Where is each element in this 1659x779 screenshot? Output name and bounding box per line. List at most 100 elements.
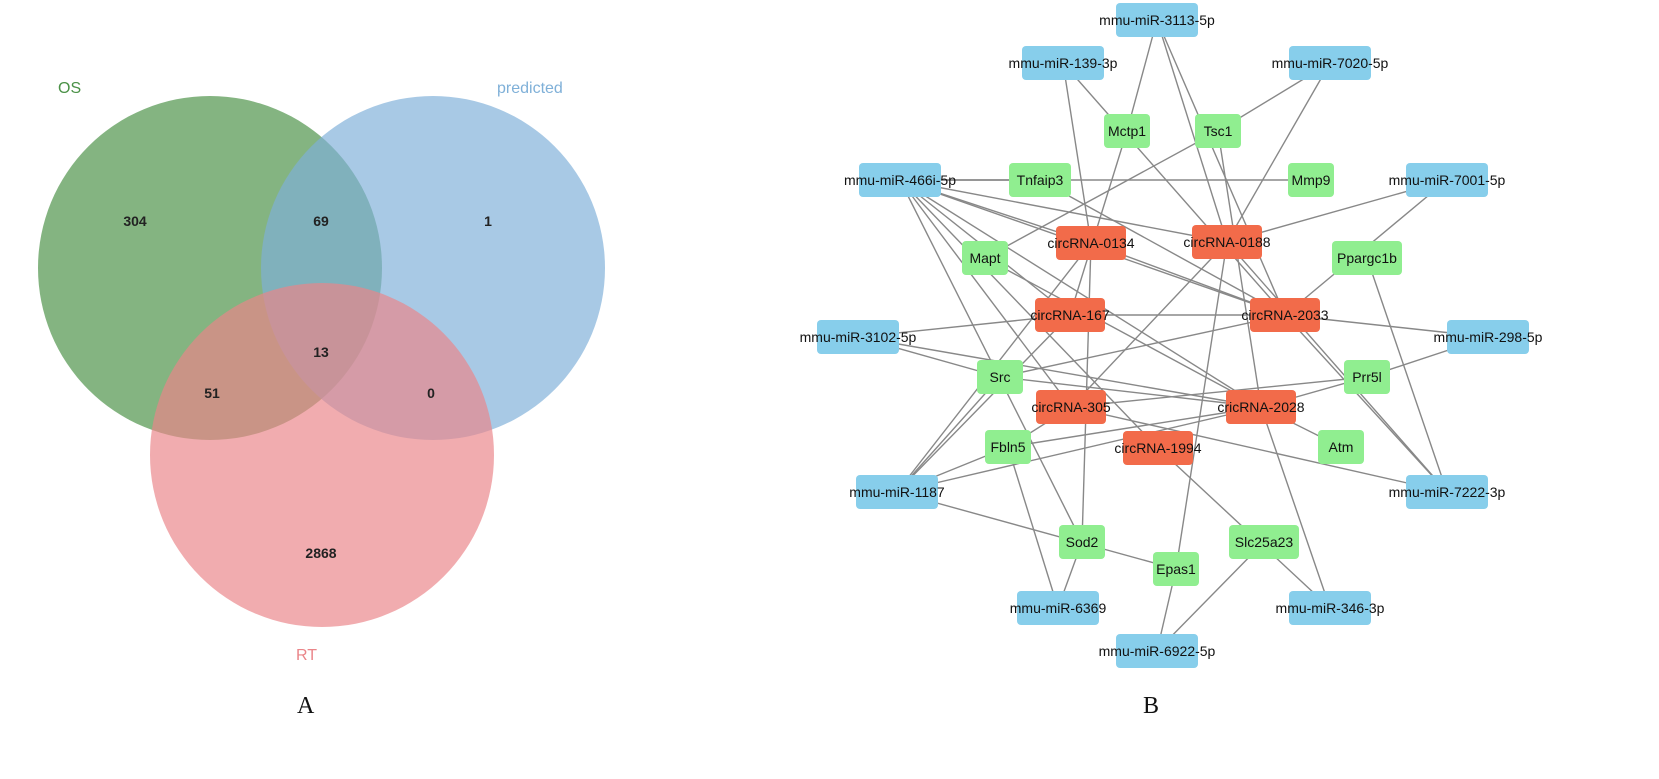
node-gene-Atm: Atm — [1318, 430, 1364, 464]
node-box — [1192, 225, 1262, 259]
count-all-three: 13 — [313, 344, 329, 360]
node-box — [1288, 163, 1334, 197]
edge-m7222-c2033 — [1284, 314, 1448, 493]
node-gene-Src: Src — [977, 360, 1023, 394]
set-label-predicted: predicted — [497, 80, 563, 97]
edge-m6369-Fbln5 — [1007, 446, 1059, 609]
node-box — [1250, 298, 1320, 332]
count-predicted-only: 1 — [484, 213, 492, 229]
node-gene-Prr5l: Prr5l — [1344, 360, 1390, 394]
node-label: Slc25a23 — [1235, 534, 1294, 550]
node-gene-Mctp1: Mctp1 — [1104, 114, 1150, 148]
node-label: cricRNA-2028 — [1217, 399, 1304, 415]
edge-m1187-Src — [896, 376, 1001, 493]
venn-circle-rt — [150, 283, 494, 627]
node-label: mmu-miR-1187 — [849, 484, 945, 500]
edge-m466-c0188 — [899, 179, 1228, 243]
node-box — [985, 430, 1031, 464]
node-label: circRNA-167 — [1030, 307, 1110, 323]
set-label-rt: RT — [296, 647, 317, 664]
node-mirna-m3113: mmu-miR-3113-5p — [1099, 3, 1215, 37]
node-circrna-c305: circRNA-305 — [1031, 390, 1111, 424]
node-label: mmu-miR-3102-5p — [800, 329, 917, 345]
node-box — [1289, 591, 1371, 625]
node-mirna-m7001: mmu-miR-7001-5p — [1389, 163, 1506, 197]
node-mirna-m346: mmu-miR-346-3p — [1276, 591, 1385, 625]
edge-m346-c2028 — [1260, 406, 1331, 609]
edge-m7222-c0188 — [1226, 241, 1448, 493]
edge-m3113-c2033 — [1156, 19, 1286, 316]
node-label: Mapt — [969, 250, 1000, 266]
node-label: mmu-miR-298-5p — [1434, 329, 1543, 345]
node-label: Mmp9 — [1292, 172, 1331, 188]
node-label: mmu-miR-7001-5p — [1389, 172, 1506, 188]
edge-Fbln5-c2028 — [1007, 406, 1262, 448]
edge-m7222-c305 — [1070, 406, 1448, 493]
node-box — [962, 241, 1008, 275]
edge-Tnfaip3-c2033 — [1039, 179, 1286, 316]
node-label: mmu-miR-466i-5p — [844, 172, 956, 188]
edge-m139-c0134 — [1062, 62, 1092, 244]
node-box — [1447, 320, 1529, 354]
network-diagram: mmu-miR-3113-5p mmu-miR-139-3p mmu-miR-702… — [800, 3, 1543, 668]
node-label: mmu-miR-6369 — [1010, 600, 1107, 616]
node-box — [1344, 360, 1390, 394]
node-label: mmu-miR-7020-5p — [1272, 55, 1389, 71]
edge-m7222-Ppargc1b — [1366, 257, 1448, 493]
panel-label-b: B — [1143, 693, 1160, 719]
node-box — [1229, 525, 1299, 559]
node-circrna-c2033: circRNA-2033 — [1241, 298, 1329, 332]
node-box — [1009, 163, 1071, 197]
edge-m466-c1994 — [899, 179, 1159, 449]
node-label: circRNA-0188 — [1183, 234, 1270, 250]
node-label: mmu-miR-139-3p — [1009, 55, 1118, 71]
node-box — [817, 320, 899, 354]
node-mirna-m1187: mmu-miR-1187 — [849, 475, 945, 509]
node-label: Tnfaip3 — [1017, 172, 1064, 188]
node-gene-Sod2: Sod2 — [1059, 525, 1105, 559]
count-os-rt: 51 — [204, 385, 220, 401]
set-label-os: OS — [58, 80, 81, 97]
edge-m1187-Epas1 — [896, 491, 1177, 570]
node-gene-Epas1: Epas1 — [1153, 552, 1199, 586]
edge-m1187-c167 — [896, 314, 1071, 493]
node-box — [1036, 390, 1106, 424]
node-label: mmu-miR-7222-3p — [1389, 484, 1506, 500]
node-circrna-c2028: cricRNA-2028 — [1217, 390, 1305, 424]
node-box — [1116, 634, 1198, 668]
node-label: circRNA-305 — [1031, 399, 1111, 415]
node-box — [1104, 114, 1150, 148]
node-mirna-m466: mmu-miR-466i-5p — [844, 163, 956, 197]
node-mirna-m3102: mmu-miR-3102-5p — [800, 320, 917, 354]
node-box — [977, 360, 1023, 394]
edge-m7020-c0188 — [1226, 62, 1331, 243]
edge-c0188-c305 — [1070, 241, 1228, 408]
edge-Mapt-c2028 — [984, 257, 1262, 408]
node-box — [1195, 114, 1241, 148]
node-label: mmu-miR-6922-5p — [1099, 643, 1216, 659]
edge-m139-c2033 — [1062, 62, 1286, 316]
node-circrna-c0188: circRNA-0188 — [1183, 225, 1271, 259]
edge-Src-c2028 — [999, 376, 1262, 408]
node-label: circRNA-0134 — [1047, 235, 1134, 251]
node-gene-Fbln5: Fbln5 — [985, 430, 1031, 464]
node-box — [1059, 525, 1105, 559]
node-box — [1022, 46, 1104, 80]
edge-Prr5l-c305 — [1070, 376, 1368, 408]
edge-m466-c2028 — [899, 179, 1262, 408]
edge-Epas1-c0188 — [1175, 241, 1228, 570]
node-label: circRNA-1994 — [1114, 440, 1201, 456]
venn-diagram: OS predicted RT 304 69 1 13 51 0 2868 — [38, 80, 605, 664]
node-label: Prr5l — [1352, 369, 1382, 385]
node-box — [1226, 390, 1296, 424]
node-box — [1056, 226, 1126, 260]
node-label: Src — [990, 369, 1011, 385]
count-rt-only: 2868 — [305, 545, 336, 561]
node-mirna-m139: mmu-miR-139-3p — [1009, 46, 1118, 80]
panel-label-a: A — [297, 693, 315, 719]
node-label: Sod2 — [1066, 534, 1099, 550]
node-box — [1406, 163, 1488, 197]
node-box — [1406, 475, 1488, 509]
node-gene-Tsc1: Tsc1 — [1195, 114, 1241, 148]
node-box — [1153, 552, 1199, 586]
